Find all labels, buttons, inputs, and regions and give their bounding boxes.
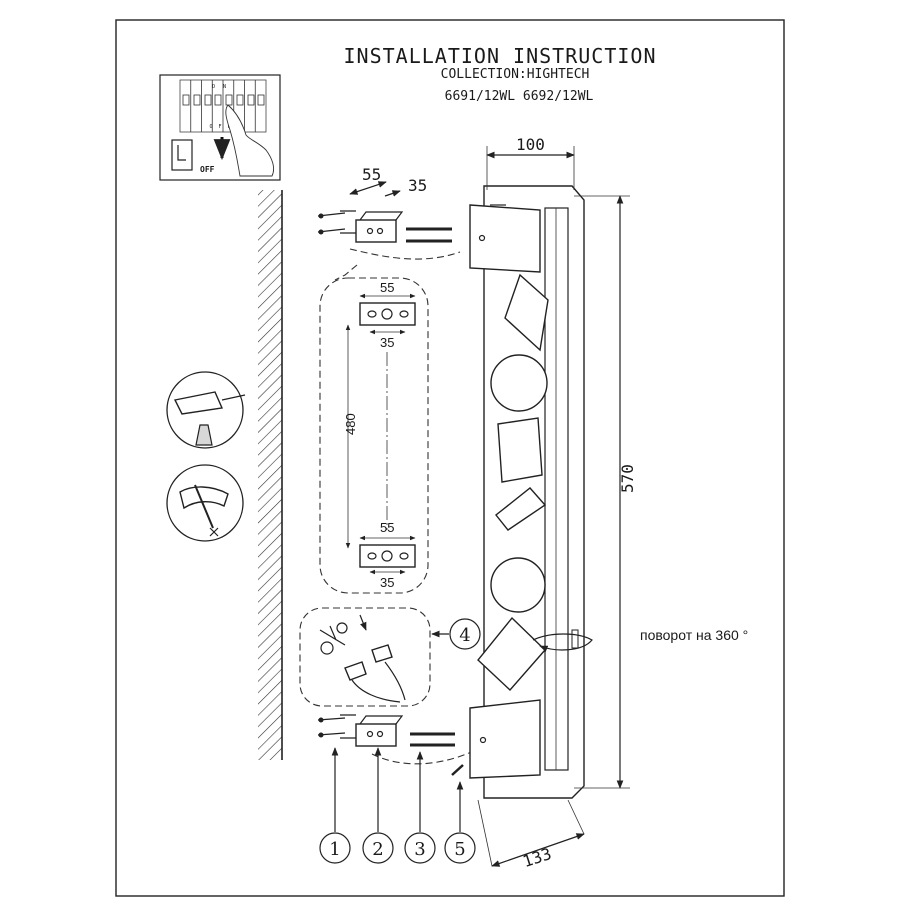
page-border xyxy=(115,19,785,897)
fixture-height-dimension: 570 xyxy=(574,195,637,789)
wire-connector-a xyxy=(344,661,367,681)
top-mount-hardware xyxy=(317,210,461,260)
bracket-detail: 55 35 480 55 35 xyxy=(319,264,429,594)
wall-section xyxy=(258,190,283,760)
set-screw-icon xyxy=(451,764,464,776)
callout-4: 4 xyxy=(449,618,481,650)
hand-icon xyxy=(225,104,275,177)
arrow-down-icon xyxy=(359,614,367,631)
callout-2: 2 xyxy=(362,832,394,864)
diamond-panel-1 xyxy=(504,273,549,352)
svg-text:133: 133 xyxy=(520,844,553,871)
wall-fixture xyxy=(469,185,593,799)
svg-text:480: 480 xyxy=(343,413,358,435)
fixture-depth-dimension: 133 xyxy=(477,799,585,871)
svg-text:1: 1 xyxy=(329,839,340,860)
page-title: INSTALLATION INSTRUCTION xyxy=(344,44,657,68)
mount-spacing-dimension: 480 xyxy=(343,324,388,549)
top-bracket-dimensions: 55 35 xyxy=(349,165,427,197)
insert-anchor-step-icon xyxy=(166,464,244,542)
drill-step-icon xyxy=(166,371,246,449)
fixture-width-dimension: 100 xyxy=(486,135,575,190)
svg-text:2: 2 xyxy=(372,839,383,860)
callout-5: 5 xyxy=(444,832,476,864)
collection-label: COLLECTION:HIGHTECH xyxy=(441,67,590,82)
power-off-panel: ON OFF OFF xyxy=(159,74,281,181)
svg-text:3: 3 xyxy=(414,839,425,860)
mounting-bracket-top xyxy=(355,219,397,243)
wiring-detail xyxy=(299,607,449,707)
callout-3: 3 xyxy=(404,832,436,864)
breaker-on-label: ON xyxy=(212,84,234,90)
detail-bracket-bottom: 55 35 xyxy=(359,520,416,590)
mounting-bracket-bottom xyxy=(355,723,397,747)
svg-text:55: 55 xyxy=(380,520,394,535)
svg-text:35: 35 xyxy=(380,335,394,350)
svg-text:4: 4 xyxy=(459,625,470,646)
breaker-off-label: OFF xyxy=(209,124,236,130)
wire-strip-icon xyxy=(319,625,346,646)
wire-connector-b xyxy=(371,644,393,663)
rotation-arrow-icon xyxy=(532,633,593,652)
bottom-mount-block xyxy=(469,699,541,779)
svg-text:35: 35 xyxy=(380,575,394,590)
diamond-panel-2 xyxy=(495,487,547,531)
svg-text:570: 570 xyxy=(618,464,637,493)
svg-text:35: 35 xyxy=(408,176,427,195)
svg-text:55: 55 xyxy=(362,165,381,184)
model-numbers: 6691/12WL 6692/12WL xyxy=(445,89,594,104)
detail-bracket-top: 55 35 xyxy=(359,280,416,350)
breaker-row: ON OFF xyxy=(179,79,267,133)
top-mount-block xyxy=(469,204,541,273)
bottom-mount-hardware xyxy=(317,714,481,776)
main-switch-off-label: OFF xyxy=(200,165,215,174)
callout-1: 1 xyxy=(319,832,351,864)
callout-leaders xyxy=(331,747,464,832)
square-panel xyxy=(497,417,543,483)
disc-panel-2 xyxy=(490,557,546,613)
main-switch xyxy=(171,139,193,171)
svg-text:100: 100 xyxy=(516,135,545,154)
svg-text:5: 5 xyxy=(454,839,465,860)
svg-text:55: 55 xyxy=(380,280,394,295)
disc-panel-1 xyxy=(490,354,548,412)
rotation-note: поворот на 360 ° xyxy=(640,627,748,643)
